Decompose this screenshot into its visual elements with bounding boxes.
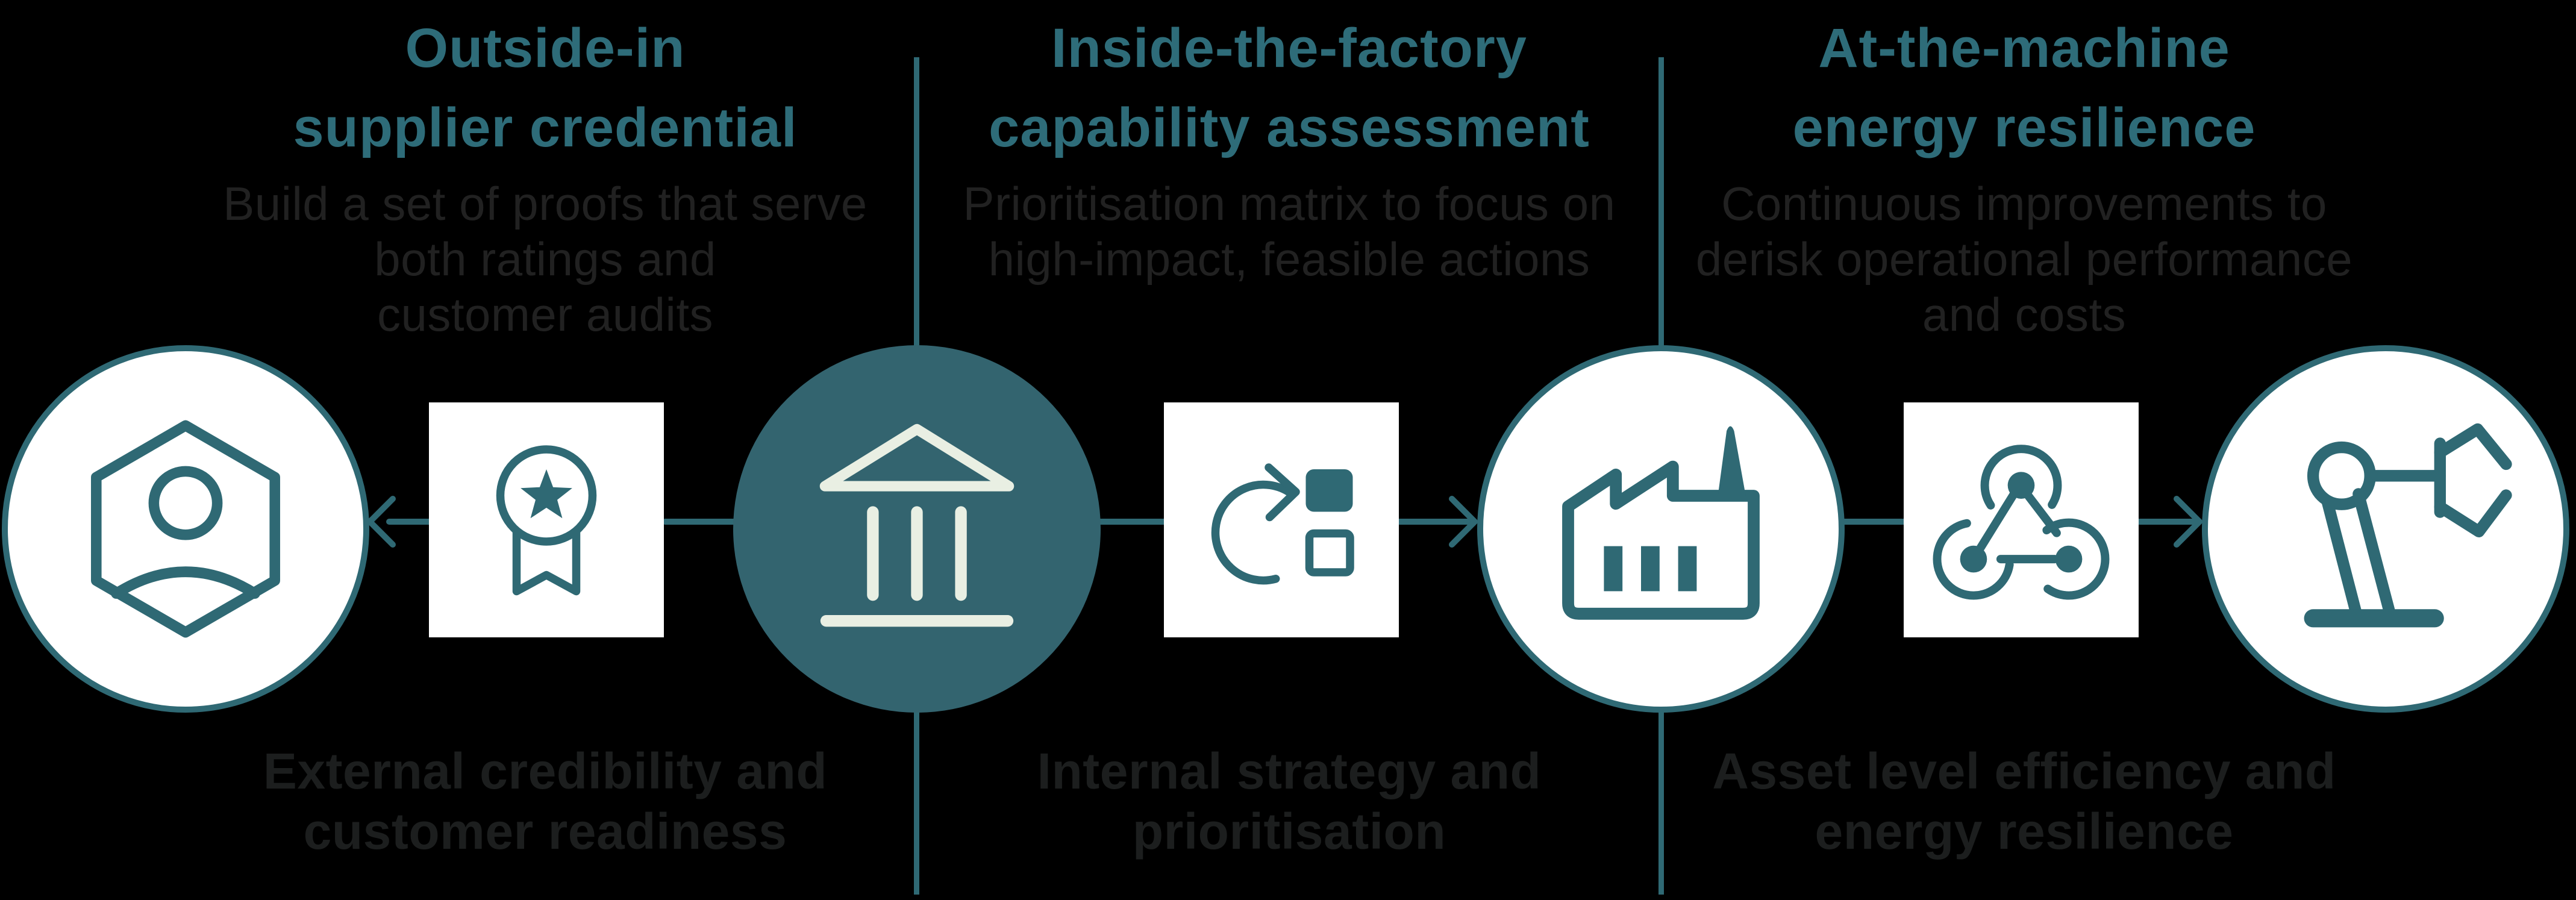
description-line: derisk operational performance: [1695, 233, 2353, 286]
heading-line: At-the-machine: [1818, 17, 2230, 79]
description-line: Prioritisation matrix to focus on: [963, 177, 1616, 230]
node-connected-network: [1904, 402, 2139, 637]
description-line: Continuous improvements to: [1721, 177, 2327, 230]
node-ratings-medal: [429, 402, 664, 637]
column2-description: Prioritisation matrix to focus on high-i…: [807, 176, 1771, 287]
node-robot-arm: [2202, 345, 2569, 713]
arrow-right-to-factory: [1393, 496, 1478, 548]
column3-outcome-label: Asset level efficiency and energy resili…: [1542, 741, 2506, 861]
outcome-line: External credibility and: [263, 743, 828, 799]
node-prioritisation-cycle: [1164, 402, 1399, 637]
arrow-right-to-robot: [2133, 496, 2202, 548]
column2-outcome-label: Internal strategy and prioritisation: [807, 741, 1771, 861]
column1-outcome-label: External credibility and customer readin…: [63, 741, 1027, 861]
outcome-line: prioritisation: [1132, 803, 1446, 860]
description-line: Build a set of proofs that serve: [223, 177, 868, 230]
bank-icon: [819, 423, 1014, 627]
outcome-line: customer readiness: [303, 803, 787, 860]
arrowhead-left-icon: [367, 496, 396, 548]
heading-line: energy resilience: [1792, 97, 2256, 158]
cycle-squares-icon: [1211, 463, 1354, 585]
column1-heading: Outside-in supplier credential: [63, 8, 1027, 167]
arrowhead-right-icon: [1449, 496, 1478, 548]
node-factory: [1477, 345, 1845, 713]
outcome-line: energy resilience: [1815, 803, 2234, 860]
description-line: and costs: [1922, 288, 2127, 341]
description-line: customer audits: [377, 288, 714, 341]
outcome-line: Internal strategy and: [1037, 743, 1542, 799]
column1-description: Build a set of proofs that serve both ra…: [63, 176, 1027, 342]
heading-line: capability assessment: [989, 97, 1590, 158]
node-supplier-credential: [2, 345, 369, 713]
node-institution-bank: [733, 345, 1101, 713]
column3-heading: At-the-machine energy resilience: [1542, 8, 2506, 167]
arrowhead-right-icon: [2174, 496, 2202, 548]
webhook-icon: [1933, 445, 2110, 600]
factory-icon: [1562, 426, 1760, 620]
description-line: both ratings and: [374, 233, 716, 286]
column3-description: Continuous improvements to derisk operat…: [1542, 176, 2506, 342]
heading-line: supplier credential: [293, 97, 798, 158]
heading-line: Inside-the-factory: [1051, 17, 1527, 79]
description-line: high-impact, feasible actions: [988, 233, 1590, 286]
arrow-left-to-hexagon-user: [367, 496, 434, 548]
column2-heading: Inside-the-factory capability assessment: [807, 8, 1771, 167]
robot-arm-icon: [2304, 423, 2512, 628]
heading-line: Outside-in: [405, 17, 686, 79]
hexagon-user-icon: [91, 420, 280, 638]
outcome-line: Asset level efficiency and: [1712, 743, 2336, 799]
medal-star-icon: [496, 445, 597, 596]
